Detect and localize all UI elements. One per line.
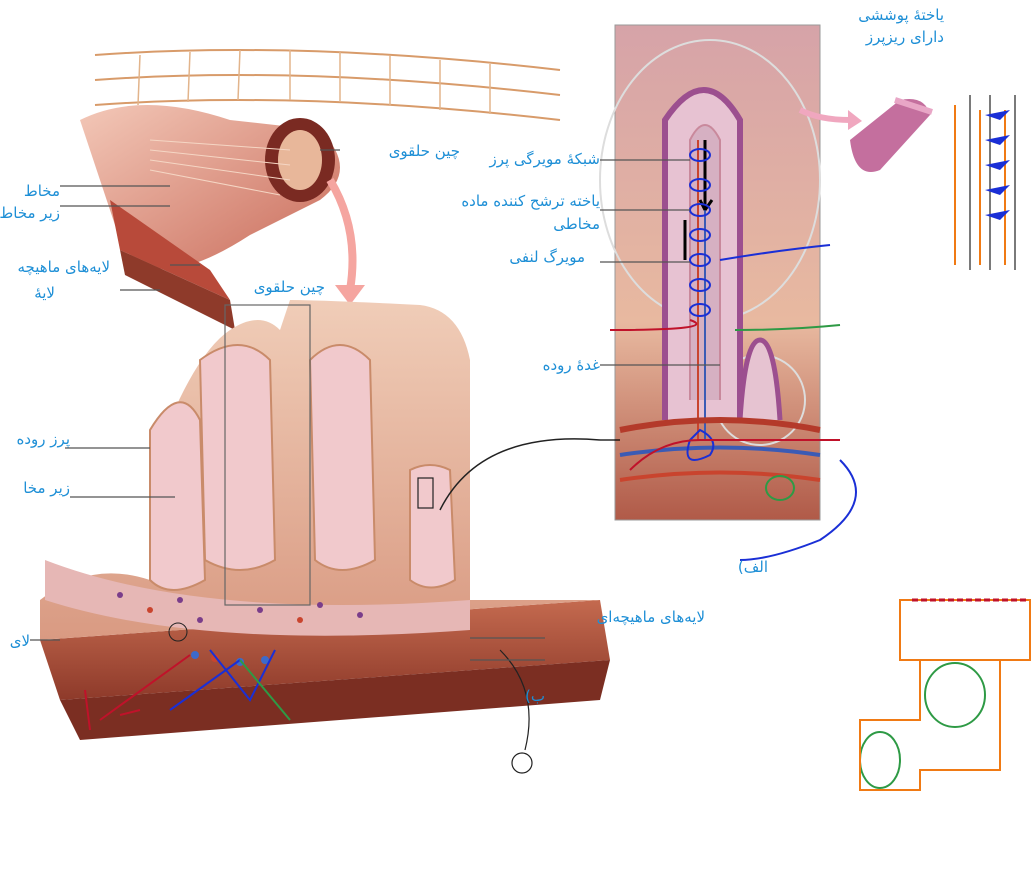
label-lymph-capillary: مویرگ لنفی	[470, 248, 585, 266]
epithelial-cell-illustration	[850, 99, 932, 172]
intestine-tube-illustration	[80, 105, 365, 330]
label-circular-fold-mid: چین حلقوی	[235, 278, 325, 296]
label-submucosa-left: زیر مخاط	[0, 204, 60, 222]
label-mucus-cell-line2: مخاطی	[430, 215, 600, 233]
label-fig-b: ب)	[515, 687, 545, 705]
label-villus: پرز روده	[0, 430, 70, 448]
label-mucus-cell-line1: یاخته ترشح کننده ماده	[430, 192, 600, 210]
label-epithelial-cell: یاختهٔ پوششی	[848, 6, 944, 24]
label-intestinal-gland: غدهٔ روده	[520, 356, 600, 374]
label-with-microvilli: دارای ریزپرز	[848, 28, 944, 46]
label-fig-a: الف)	[728, 558, 768, 576]
label-mucosa-left: مخاط	[0, 182, 60, 200]
label-layer-left-bottom: لای	[0, 632, 30, 650]
label-muscle-layers-right: لایه‌های ماهیچه‌ای	[560, 608, 705, 626]
villus-cross-section-illustration	[600, 25, 862, 520]
label-villus-capillary-network: شبکهٔ مویرگی پرز	[470, 150, 600, 168]
label-muscle-layers-left: لایه‌های ماهیچه	[0, 258, 110, 276]
label-layer-left: لایهٔ	[0, 284, 55, 302]
label-circular-fold-top: چین حلقوی	[370, 142, 460, 160]
label-submucosa-partial: زیر مخا	[0, 479, 70, 497]
